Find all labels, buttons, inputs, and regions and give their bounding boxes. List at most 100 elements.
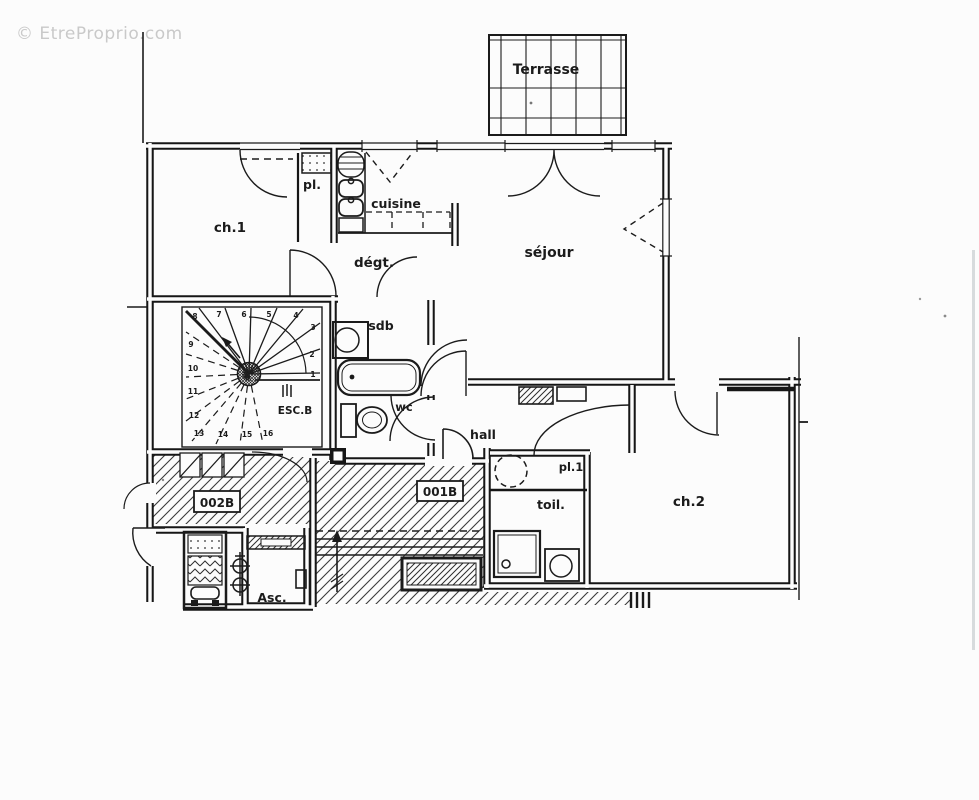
scan-speck bbox=[918, 297, 922, 301]
step-number: 6 bbox=[241, 310, 246, 319]
closet-door-marks bbox=[179, 454, 245, 478]
label-pl: pl. bbox=[303, 177, 321, 192]
label-escb: ESC.B bbox=[278, 405, 312, 417]
scan-edge-line bbox=[972, 250, 975, 650]
shower-inner bbox=[497, 534, 537, 574]
meter-box-icon bbox=[301, 152, 332, 174]
riser-box-rounded bbox=[190, 586, 220, 600]
step-number: 5 bbox=[266, 310, 271, 319]
appliance-icon-1 bbox=[338, 179, 364, 198]
bathtub-drain bbox=[349, 374, 355, 380]
toilet-tank-icon bbox=[340, 403, 357, 438]
label-hall: hall bbox=[470, 427, 496, 442]
stair-steps-solid bbox=[198, 307, 321, 375]
shower-icon bbox=[492, 529, 542, 579]
water-heater-icon bbox=[494, 454, 528, 488]
step-number: 7 bbox=[216, 310, 221, 319]
stair-handrail-mark bbox=[282, 384, 292, 397]
washbasin-icon-sdb bbox=[334, 327, 360, 353]
radiators bbox=[518, 386, 587, 405]
door-arc-ch2 bbox=[674, 390, 720, 436]
door-arc-french-doors bbox=[507, 149, 601, 197]
valve-icons bbox=[230, 552, 250, 596]
south-strip-hatch bbox=[484, 592, 630, 605]
label-box-002b bbox=[193, 490, 241, 513]
label-wc: wc bbox=[395, 400, 413, 414]
utility-riser-outline bbox=[182, 530, 228, 610]
door-arc-sdb bbox=[420, 350, 467, 397]
watermark-text: © EtreProprio.com bbox=[16, 24, 183, 44]
appliance-knob-2 bbox=[347, 196, 355, 204]
label-ch1: ch.1 bbox=[214, 220, 246, 236]
door-arc-escb-corridor bbox=[251, 451, 308, 483]
stair-cut-line bbox=[185, 310, 250, 375]
elevator-counterweight bbox=[295, 569, 307, 589]
window-swing-dashed-sejour bbox=[622, 202, 664, 253]
kitchen-sink-ridges bbox=[338, 156, 364, 170]
step-number: 3 bbox=[310, 323, 315, 332]
terrasse-outline bbox=[488, 34, 627, 136]
window-sejour-right bbox=[611, 140, 656, 152]
door-arc-entry bbox=[442, 428, 474, 460]
step-number: 13 bbox=[194, 429, 204, 438]
french-door-sill bbox=[505, 142, 604, 151]
label-degt: dégt. bbox=[354, 255, 394, 271]
label-cuisine: cuisine bbox=[371, 196, 421, 211]
label-pl1: pl.1 bbox=[559, 460, 584, 474]
step-number: 10 bbox=[188, 364, 198, 373]
building-stairs bbox=[316, 530, 483, 592]
meter-closets bbox=[179, 452, 245, 478]
door-arc-wc-b bbox=[390, 395, 436, 441]
bathtub-inner bbox=[341, 363, 417, 392]
radiator-icon-1 bbox=[518, 386, 554, 405]
stairs-arrow-fletch bbox=[330, 573, 344, 590]
counter-dashed-outline bbox=[366, 211, 451, 231]
scan-speck bbox=[529, 101, 533, 105]
step-number: 15 bbox=[242, 430, 252, 439]
label-sejour: séjour bbox=[524, 245, 573, 261]
elevator-and-riser bbox=[182, 530, 307, 610]
stair-inner-outline bbox=[181, 306, 323, 448]
stair-step-numbers: 1 2 3 4 5 6 7 8 9 10 11 12 13 14 15 16 bbox=[188, 310, 316, 439]
windows bbox=[240, 140, 672, 257]
stair-steps-dashed bbox=[185, 331, 264, 445]
bathroom-fixtures bbox=[332, 321, 580, 582]
riser-box-chevron bbox=[187, 555, 223, 586]
window-sejour-left bbox=[436, 140, 506, 152]
bathtub-icon bbox=[336, 358, 422, 397]
washbasin-icon-toil bbox=[549, 554, 573, 578]
appliance-icon-2 bbox=[338, 198, 364, 217]
riser-box-dotted bbox=[187, 534, 223, 554]
step-number: 9 bbox=[188, 340, 193, 349]
kitchen-base-cabinet bbox=[338, 217, 364, 233]
step-number: 16 bbox=[263, 429, 273, 438]
label-terrasse: Terrasse bbox=[513, 62, 580, 78]
kitchen-sink-icon bbox=[337, 151, 365, 178]
toilet-bowl-icon bbox=[356, 406, 388, 434]
stair-up-arrow-head bbox=[222, 337, 232, 347]
step-number: 11 bbox=[188, 387, 198, 396]
window-cuisine bbox=[361, 140, 418, 152]
stair-landing-hatch bbox=[406, 562, 477, 586]
stair-walk-line bbox=[248, 316, 307, 374]
step-number: 4 bbox=[293, 311, 298, 320]
kitchen-unit bbox=[301, 151, 452, 234]
window-swing-dashed-cuisine bbox=[365, 151, 414, 184]
door-arc-ch1-degt bbox=[289, 249, 337, 297]
corridor-label-boxes: 002B 001B bbox=[193, 480, 464, 513]
step-number: 1 bbox=[310, 370, 315, 379]
window-sejour-east bbox=[660, 198, 672, 257]
step-number: 2 bbox=[309, 350, 314, 359]
south-strip-end-bars bbox=[629, 592, 651, 608]
room-labels: ch.1 pl. cuisine dégt. séjour sdb ESC.B … bbox=[214, 177, 705, 605]
step-number: 8 bbox=[192, 312, 197, 321]
step-number: 14 bbox=[218, 430, 228, 439]
label-toil: toil. bbox=[537, 497, 565, 512]
window-ch1 bbox=[240, 142, 300, 151]
label-001b: 001B bbox=[423, 485, 457, 499]
scan-speck bbox=[943, 314, 947, 318]
door-arc-sejour-hall bbox=[420, 339, 468, 387]
terrasse-tile-grid bbox=[489, 35, 626, 135]
